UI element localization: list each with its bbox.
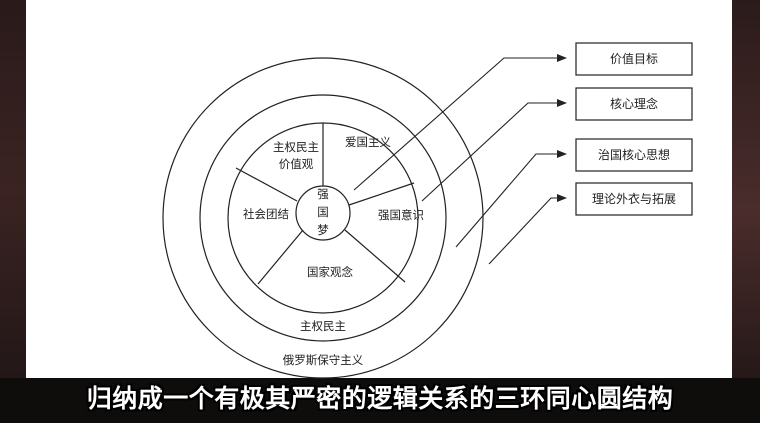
box-core-governance-thought-label: 治国核心思想 — [598, 147, 670, 162]
segment-national-concept: 国家观念 — [307, 265, 353, 279]
spoke-right — [348, 182, 415, 206]
segment-patriotism: 爱国主义 — [345, 135, 391, 149]
background-left-strip — [0, 0, 26, 423]
box-theory-extension-label: 理论外衣与拓展 — [592, 191, 676, 206]
center-char-1: 强 — [317, 187, 329, 201]
center-char-3: 梦 — [317, 223, 329, 237]
spoke-left — [235, 167, 298, 202]
connector-theory-extension — [488, 194, 567, 265]
box-theory-extension — [575, 182, 693, 216]
center-char-2: 国 — [317, 205, 329, 219]
box-core-governance-thought — [575, 138, 693, 172]
middle-ring — [199, 94, 447, 342]
segment-social-unity: 社会团结 — [243, 207, 289, 221]
segment-sovereign-democracy-values-line2: 价值观 — [279, 157, 314, 171]
connector-core-idea — [421, 99, 567, 202]
box-core-idea — [575, 87, 693, 121]
connector-value-goal — [353, 54, 567, 191]
segment-sovereign-democracy-values-line1: 主权民主 — [273, 140, 319, 154]
spoke-bottom-right — [344, 229, 406, 283]
subtitle-caption: 归纳成一个有极其严密的逻辑关系的三环同心圆结构 — [86, 384, 674, 413]
outer-ring — [162, 57, 484, 379]
caption-bar — [0, 378, 760, 423]
ring-label-outer: 俄罗斯保守主义 — [283, 353, 364, 367]
box-value-goal-label: 价值目标 — [610, 51, 658, 66]
spoke-bottom-left — [257, 229, 304, 285]
segment-strong-state-consciousness: 强国意识 — [378, 208, 424, 222]
connector-core-governance-thought — [455, 150, 567, 248]
ring-label-middle: 主权民主 — [300, 319, 346, 333]
box-core-idea-label: 核心理念 — [610, 96, 658, 111]
background-right-strip — [732, 0, 760, 423]
box-value-goal — [575, 42, 693, 76]
